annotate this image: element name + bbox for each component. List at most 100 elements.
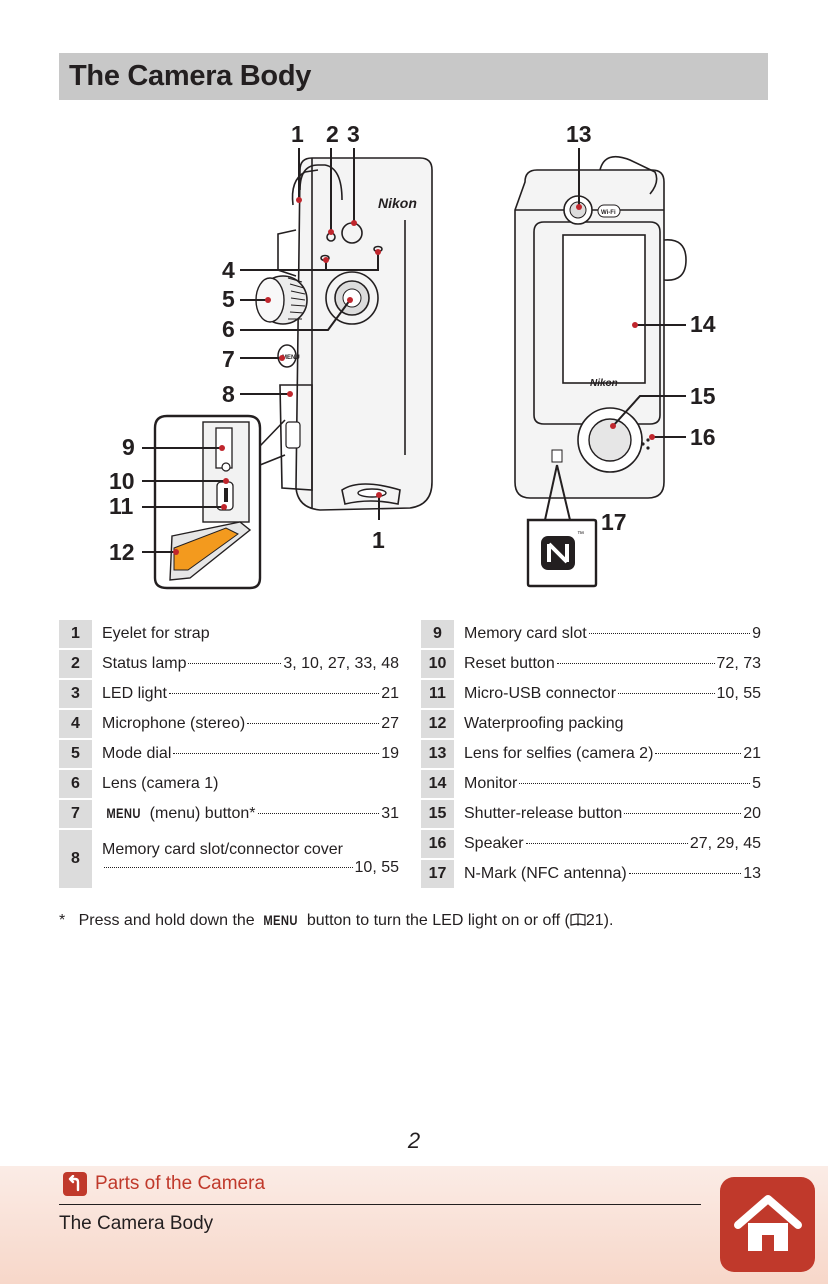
part-label: Shutter-release button bbox=[464, 805, 623, 822]
page-ref-link[interactable]: 21 bbox=[381, 685, 399, 702]
menu-glyph: MENU bbox=[106, 805, 141, 821]
page-ref-link[interactable]: 21 bbox=[743, 745, 761, 762]
part-label: Microphone (stereo) bbox=[102, 715, 246, 732]
callout-17: 17 bbox=[601, 509, 627, 535]
part-label: Lens for selfies (camera 2) bbox=[464, 745, 654, 762]
book-icon bbox=[570, 913, 586, 926]
callout-15: 15 bbox=[690, 383, 716, 409]
callout-9: 9 bbox=[122, 434, 135, 460]
home-button[interactable] bbox=[720, 1177, 815, 1272]
footnote-page-link[interactable]: 21 bbox=[585, 912, 604, 929]
part-number: 12 bbox=[421, 710, 454, 738]
part-label: Memory card slot/connector cover bbox=[102, 841, 343, 858]
return-arrow-icon bbox=[63, 1172, 87, 1196]
brand-logo-front: Nikon bbox=[378, 195, 417, 211]
part-number: 6 bbox=[59, 770, 92, 798]
callout-7: 7 bbox=[222, 346, 235, 372]
callouts-back: 13 14 15 16 17 bbox=[566, 121, 716, 535]
page-ref-link[interactable]: 10, 55 bbox=[716, 685, 761, 702]
camera-front-illustration: Nikon MENU bbox=[255, 157, 433, 511]
part-number: 17 bbox=[421, 860, 454, 888]
table-row: 7 MENU (menu) button* 31 bbox=[59, 800, 399, 828]
page-ref-link[interactable]: 31 bbox=[381, 805, 399, 822]
back-to-parts-link[interactable]: Parts of the Camera bbox=[63, 1172, 265, 1196]
footer-divider bbox=[59, 1204, 701, 1205]
callout-5: 5 bbox=[222, 286, 235, 312]
callouts-front: 1 2 3 4 5 6 7 8 9 10 11 12 1 bbox=[109, 121, 385, 565]
callout-11: 11 bbox=[109, 493, 134, 519]
table-row: 17 N-Mark (NFC antenna) 13 bbox=[421, 860, 761, 888]
page-ref-link[interactable]: 72, 73 bbox=[716, 655, 761, 672]
table-row: 15 Shutter-release button 20 bbox=[421, 800, 761, 828]
page-ref-link[interactable]: 19 bbox=[381, 745, 399, 762]
part-label: Micro-USB connector bbox=[464, 685, 617, 702]
callout-1-top: 1 bbox=[291, 121, 304, 147]
page-ref-link[interactable]: 27 bbox=[381, 715, 399, 732]
page-ref-link[interactable]: 13 bbox=[743, 865, 761, 882]
menu-button-mark: MENU bbox=[282, 355, 300, 361]
part-label: N-Mark (NFC antenna) bbox=[464, 865, 627, 882]
part-number: 11 bbox=[421, 680, 454, 708]
callout-3: 3 bbox=[347, 121, 360, 147]
page-ref-link[interactable]: 5 bbox=[752, 775, 761, 792]
page-ref-link[interactable]: 10, 55 bbox=[354, 859, 399, 876]
camera-back-illustration: Nikon Wi-Fi bbox=[514, 155, 687, 499]
part-label: Monitor bbox=[464, 775, 518, 792]
part-label: (menu) button* bbox=[145, 805, 256, 822]
footnote-marker: * bbox=[59, 912, 66, 929]
part-number: 7 bbox=[59, 800, 92, 828]
table-row: 14 Monitor 5 bbox=[421, 770, 761, 798]
part-number: 3 bbox=[59, 680, 92, 708]
callout-13: 13 bbox=[566, 121, 592, 147]
callout-2: 2 bbox=[326, 121, 339, 147]
page-ref-link[interactable]: 3, 10, 27, 33, 48 bbox=[283, 655, 399, 672]
part-number: 2 bbox=[59, 650, 92, 678]
callout-1-bottom: 1 bbox=[372, 527, 385, 553]
part-label: LED light bbox=[102, 685, 167, 702]
part-label: Speaker bbox=[464, 835, 524, 852]
page-ref-link[interactable]: 27, 29, 45 bbox=[689, 835, 761, 852]
part-number: 10 bbox=[421, 650, 454, 678]
part-number: 5 bbox=[59, 740, 92, 768]
part-label: Lens (camera 1) bbox=[102, 775, 219, 792]
table-row: 11 Micro-USB connector 10, 55 bbox=[421, 680, 761, 708]
table-row: 4 Microphone (stereo) 27 bbox=[59, 710, 399, 738]
page-ref-link[interactable]: 9 bbox=[752, 625, 761, 642]
footnote-text-end: ). bbox=[603, 912, 614, 929]
table-row: 13 Lens for selfies (camera 2)21 bbox=[421, 740, 761, 768]
callout-8: 8 bbox=[222, 381, 235, 407]
part-label: Mode dial bbox=[102, 745, 172, 762]
card-slot-inset bbox=[153, 414, 286, 590]
title-bar: The Camera Body bbox=[59, 53, 768, 100]
page-title: The Camera Body bbox=[69, 60, 312, 92]
back-link-label: Parts of the Camera bbox=[95, 1173, 266, 1194]
callout-10: 10 bbox=[109, 468, 135, 494]
menu-glyph: MENU bbox=[263, 912, 299, 928]
table-row: 1 Eyelet for strap bbox=[59, 620, 399, 648]
part-number: 14 bbox=[421, 770, 454, 798]
camera-diagram: Nikon MENU bbox=[109, 121, 716, 590]
callout-14: 14 bbox=[690, 311, 716, 337]
part-number: 1 bbox=[59, 620, 92, 648]
callout-4: 4 bbox=[222, 257, 235, 283]
table-row: 6 Lens (camera 1) bbox=[59, 770, 399, 798]
page-number: 2 bbox=[407, 1128, 421, 1153]
footnote: * Press and hold down the MENU button to… bbox=[59, 912, 613, 930]
brand-logo-back: Nikon bbox=[590, 378, 618, 389]
footer bbox=[0, 1166, 828, 1284]
page-ref-link[interactable]: 20 bbox=[743, 805, 761, 822]
part-label: Memory card slot bbox=[464, 625, 587, 642]
table-row: 5 Mode dial 19 bbox=[59, 740, 399, 768]
part-label: Eyelet for strap bbox=[102, 625, 210, 642]
callout-16: 16 bbox=[690, 424, 716, 450]
part-number: 15 bbox=[421, 800, 454, 828]
table-row: 12 Waterproofing packing bbox=[421, 710, 761, 738]
part-number: 8 bbox=[59, 830, 92, 888]
footnote-text-after: button to turn the LED light on or off ( bbox=[306, 912, 570, 929]
part-number: 4 bbox=[59, 710, 92, 738]
